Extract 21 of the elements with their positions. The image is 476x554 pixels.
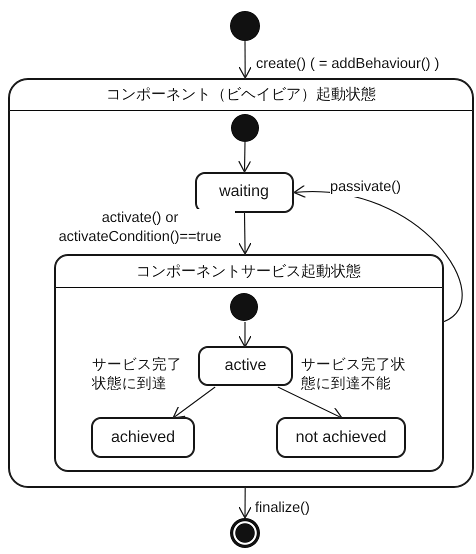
state-box: achieved [91,417,195,458]
initial-state-dot [230,11,260,41]
transition-arrow [238,213,252,255]
edge-label: passivate() [330,178,401,197]
state-box: not achieved [276,417,406,458]
transition-arrow [278,386,343,420]
transition-arrow [238,488,252,519]
transition-arrow [238,142,252,173]
state-title: コンポーネントサービス起動状態 [56,256,442,288]
state-title: コンポーネント（ビヘイビア）起動状態 [10,80,472,111]
transition-arrow [238,322,252,348]
initial-state-dot [230,114,258,142]
final-state-symbol [230,518,260,548]
transition-arrow [172,386,216,419]
state-box: active [198,346,293,386]
edge-label: create() ( = addBehaviour() ) [256,55,440,74]
state-box: waiting [194,172,294,212]
edge-label: finalize() [255,499,310,518]
transition-arrow [238,41,252,79]
transition-arrow [293,186,462,322]
initial-state-dot [230,293,258,321]
